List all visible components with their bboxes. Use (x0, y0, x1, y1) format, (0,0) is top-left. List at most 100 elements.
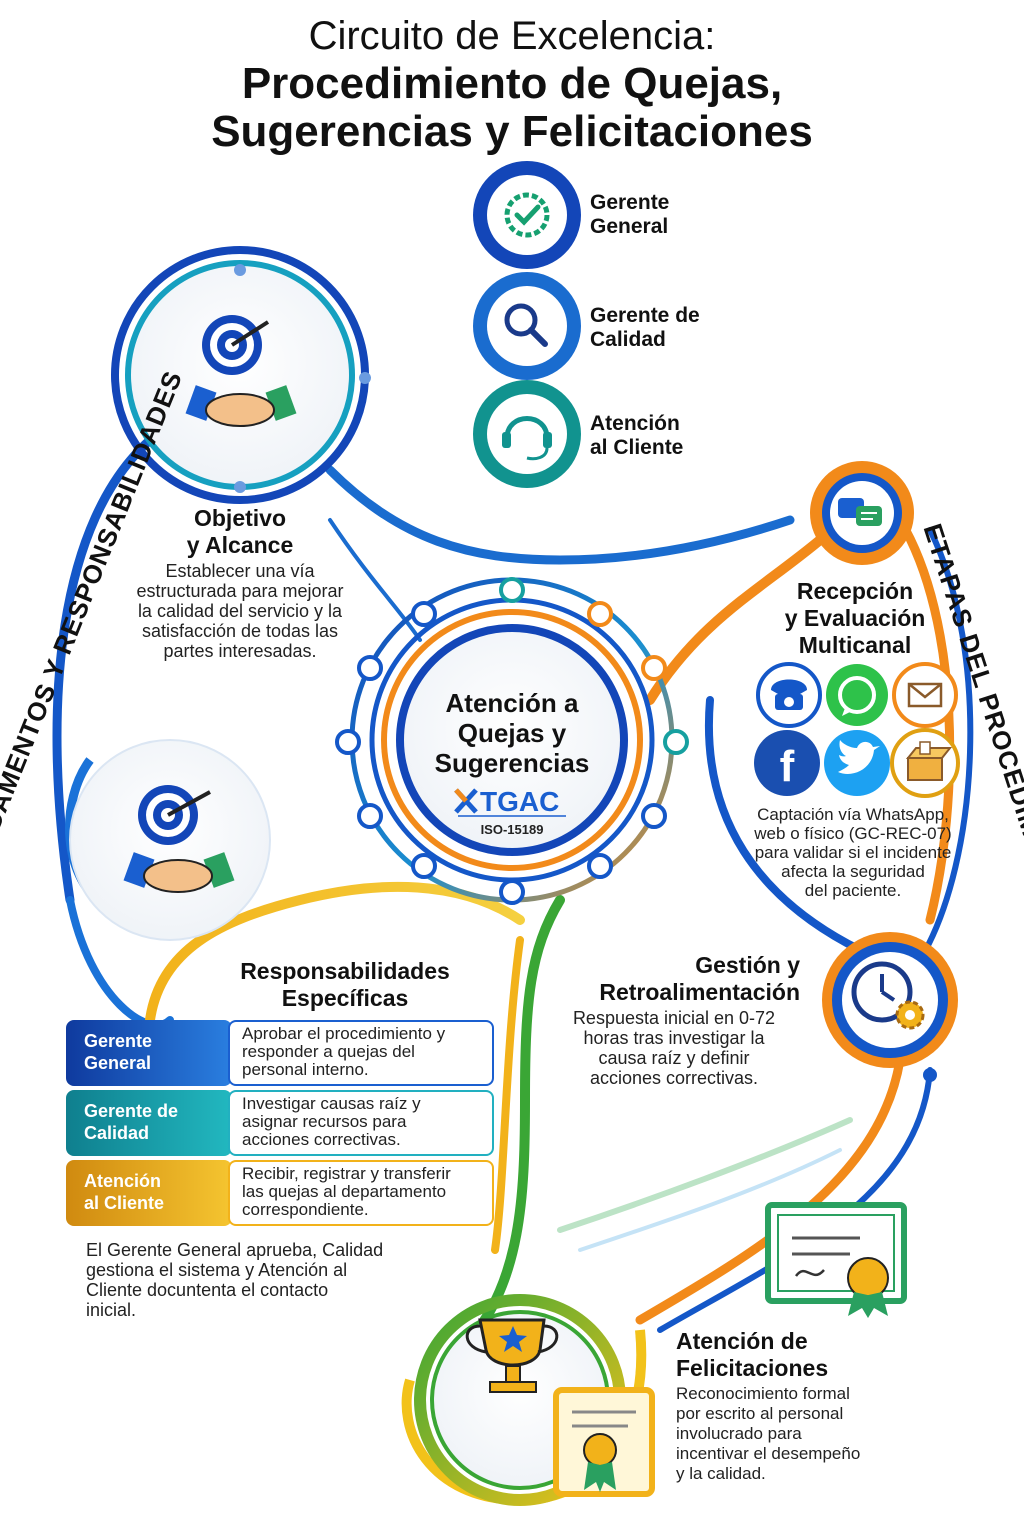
flow-yellow-frame-2 (491, 936, 524, 1254)
handshake-icon-2 (123, 852, 235, 893)
legend-atencion-cliente: Atención al Cliente (590, 412, 683, 460)
facebook-icon: f (754, 730, 820, 796)
twitter-icon (824, 730, 890, 796)
recepcion-line: del paciente. (804, 881, 902, 900)
objetivo-title-1: Objetivo (193, 505, 286, 531)
legend-gerente-calidad-circle (473, 272, 581, 380)
iso-standard: ISO-15189 (480, 822, 544, 837)
resp-role-l2: al Cliente (84, 1193, 165, 1213)
suggestion-box-icon (890, 728, 960, 798)
legend-gerente-calidad-l1: Gerente de (590, 304, 700, 327)
felicitaciones-title-1: Atención de (676, 1328, 808, 1354)
objetivo-line: partes interesadas. (163, 641, 317, 661)
center-label: Atención a Quejas y Sugerencias (400, 688, 624, 778)
center-ring (349, 577, 675, 903)
objetivo-line: satisfacción de todas las (141, 621, 339, 641)
felicitaciones-text: Reconocimiento formal por escrito al per… (676, 1384, 896, 1484)
title-line-2: Procedimiento de Quejas, (241, 59, 783, 108)
gestion-section: Gestión y Retroalimentación (560, 952, 800, 1006)
objetivo-line: estructurada para mejorar (136, 581, 344, 601)
telephone-icon (756, 662, 822, 728)
recepcion-line: para validar si el incidente (754, 843, 952, 862)
flow-yellow-frame (145, 881, 525, 1025)
flow-green-stem (465, 895, 565, 1345)
resp-desc-cell: Recibir, registrar y transferir las quej… (228, 1160, 494, 1226)
recepcion-section: Recepción y Evaluación Multicanal (740, 578, 970, 659)
legend-atencion-circle (473, 380, 581, 488)
target-icon-2 (138, 785, 211, 845)
felicitaciones-line: involucrado para (676, 1424, 802, 1443)
resp-role-l2: Calidad (84, 1123, 150, 1143)
certificate-yellow-icon (553, 1387, 655, 1497)
center-ring-nodes (335, 577, 689, 905)
flow-obj-center (328, 518, 422, 642)
objetivo-line: Establecer una vía (165, 561, 315, 581)
felicitaciones-line: y la calidad. (676, 1464, 766, 1483)
responsabilidades-title-2: Específicas (281, 985, 409, 1011)
felicitaciones-line: por escrito al personal (676, 1404, 844, 1423)
resp-role-cell: Atención al Cliente (66, 1160, 232, 1226)
target-icon (202, 315, 270, 375)
legend-gerente-general-circle (473, 161, 581, 269)
chat-bubbles-icon (838, 498, 882, 526)
resp-role-cell: Gerente General (66, 1020, 232, 1086)
gestion-title-2: Retroalimentación (599, 979, 800, 1005)
certificate-green-icon (765, 1202, 907, 1318)
title-line-3: Sugerencias y Felicitaciones (211, 107, 813, 156)
resp-desc-line: correspondiente. (242, 1200, 369, 1219)
trophy-icon (465, 1318, 559, 1393)
email-icon (892, 662, 958, 728)
legend-gerente-calidad: Gerente de Calidad (590, 304, 700, 352)
clock-gear-icon (851, 961, 925, 1030)
legend-gerente-general-l1: Gerente (590, 191, 670, 214)
resp-desc-line: Aprobar el procedimiento y (242, 1024, 446, 1043)
swoosh-1 (557, 1117, 853, 1233)
responsabilidades-title-1: Responsabilidades (240, 958, 450, 984)
gestion-line: causa raíz y definir (598, 1048, 750, 1068)
channel-icons: f (754, 662, 960, 798)
resp-desc-cell: Investigar causas raíz y asignar recurso… (228, 1090, 494, 1156)
magnifier-icon (504, 303, 548, 347)
recepcion-line: afecta la seguridad (781, 862, 925, 881)
resp-desc-line: Recibir, registrar y transferir (242, 1164, 451, 1183)
felicitaciones-line: incentivar el desempeño (676, 1444, 861, 1463)
legend-atencion-cliente-l2: al Cliente (590, 436, 684, 459)
summary-line: gestiona el sistema y Atención al (86, 1260, 348, 1280)
title-main: Procedimiento de Quejas, Sugerencias y F… (0, 60, 1024, 156)
flow-recepcion-gestion (704, 696, 864, 954)
flow-right-blue (917, 527, 974, 963)
recepcion-title-1: Recepción (796, 578, 914, 604)
flow-left-arc (52, 435, 155, 905)
objetivo-node (111, 246, 371, 504)
brand-tgac: TGAC (480, 786, 560, 817)
resp-row-atencion-cliente: Atención al Cliente Recibir, registrar y… (66, 1160, 494, 1226)
legend-gerente-calidad-l2: Calidad (590, 328, 666, 351)
title-line-1: Circuito de Excelencia: (308, 14, 716, 58)
resp-role-cell: Gerente de Calidad (66, 1090, 232, 1156)
center-line-1: Atención a (445, 688, 579, 718)
resp-desc-line: personal interno. (242, 1060, 369, 1079)
summary-line: Cliente docuntenta el contacto (86, 1280, 329, 1300)
recepcion-text: Captación vía WhatsApp, web o físico (GC… (722, 805, 984, 900)
resp-desc-line: responder a quejas del (242, 1042, 415, 1061)
recepcion-title-2: y Evaluación (784, 605, 926, 631)
legend-atencion-cliente-l1: Atención (590, 412, 680, 435)
gestion-line: acciones correctivas. (589, 1068, 759, 1088)
resp-desc-line: acciones correctivas. (242, 1130, 401, 1149)
resp-role-l2: General (84, 1053, 152, 1073)
svg-text:f: f (780, 742, 795, 791)
resp-row-gerente-calidad: Gerente de Calidad Investigar causas raí… (66, 1090, 494, 1156)
gestion-title-1: Gestión y (695, 952, 800, 978)
gestion-line: horas tras investigar la (583, 1028, 765, 1048)
resp-desc-line: asignar recursos para (242, 1112, 407, 1131)
felicitaciones-section: Atención de Felicitaciones Reconocimient… (676, 1328, 896, 1484)
recepcion-title-3: Multicanal (798, 632, 912, 658)
recepcion-line: web o físico (GC-REC-07) (754, 824, 952, 843)
headset-icon (502, 416, 552, 461)
resp-row-gerente-general: Gerente General Aprobar el procedimiento… (66, 1020, 494, 1086)
center-line-2: Quejas y (457, 718, 567, 748)
summary-line: inicial. (86, 1300, 137, 1320)
objetivo-text: Establecer una vía estructurada para mej… (90, 561, 390, 661)
resp-desc-line: Investigar causas raíz y (242, 1094, 421, 1113)
swoosh-2 (578, 1148, 842, 1252)
